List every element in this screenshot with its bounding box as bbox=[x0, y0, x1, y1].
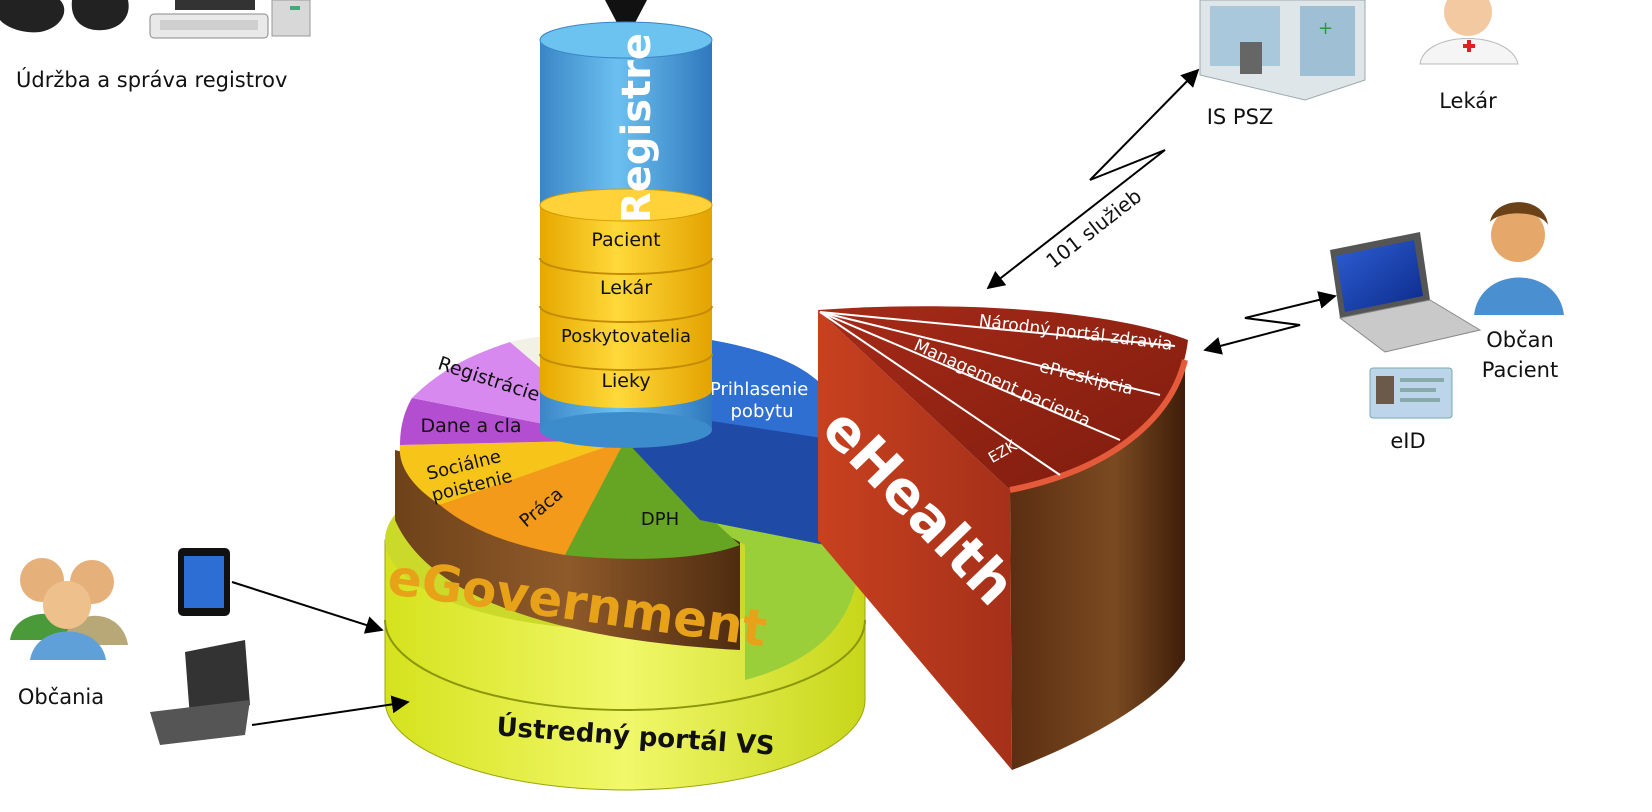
registers-input-arrow bbox=[605, 0, 647, 40]
actor-lekar: Lekár bbox=[1439, 89, 1497, 113]
register-item-lieky: Lieky bbox=[601, 370, 650, 392]
register-item-lekar: Lekár bbox=[600, 277, 652, 299]
egov-tier bbox=[395, 333, 860, 680]
segment-dph bbox=[565, 440, 740, 559]
services-link bbox=[986, 68, 1200, 290]
admin-workstation-icon bbox=[0, 0, 311, 39]
admin-caption: Údržba a správa registrov bbox=[16, 67, 287, 92]
register-item-poskytovatelia: Poskytovatelia bbox=[561, 326, 691, 347]
citizens-group-icon bbox=[10, 558, 128, 660]
hospital-building-icon: + bbox=[1199, 0, 1366, 101]
patient-link bbox=[1203, 291, 1337, 355]
laptop-arrow bbox=[251, 695, 410, 726]
segment-label-pobyt: Prihlasenie pobytu bbox=[710, 379, 814, 422]
eid-card-icon bbox=[1369, 367, 1453, 419]
segment-praca bbox=[440, 440, 625, 555]
laptop-icon bbox=[150, 640, 250, 745]
actor-pacient: Pacient bbox=[1482, 358, 1558, 382]
actor-obcan: Občan bbox=[1486, 328, 1554, 352]
segment-label-dph: DPH bbox=[641, 509, 679, 530]
patient-icon bbox=[1474, 202, 1564, 315]
doctor-icon bbox=[1419, 0, 1519, 65]
patient-laptop-icon bbox=[1330, 232, 1482, 353]
svg-text:+: + bbox=[1318, 18, 1333, 39]
register-item-pacient: Pacient bbox=[591, 229, 660, 251]
services-label: 101 služieb bbox=[1041, 184, 1146, 273]
actor-is-psz: IS PSZ bbox=[1207, 105, 1274, 129]
ehealth-block bbox=[818, 306, 1188, 770]
actor-obcania: Občania bbox=[18, 685, 104, 709]
segment-label-dane: Dane a cla bbox=[420, 415, 521, 437]
registers-cylinder bbox=[539, 21, 713, 448]
segment-socialne bbox=[399, 440, 625, 505]
actor-eid: eID bbox=[1390, 429, 1425, 453]
registers-title: Registre bbox=[614, 33, 660, 223]
tablet-icon bbox=[178, 548, 230, 616]
tablet-arrow bbox=[231, 581, 384, 634]
